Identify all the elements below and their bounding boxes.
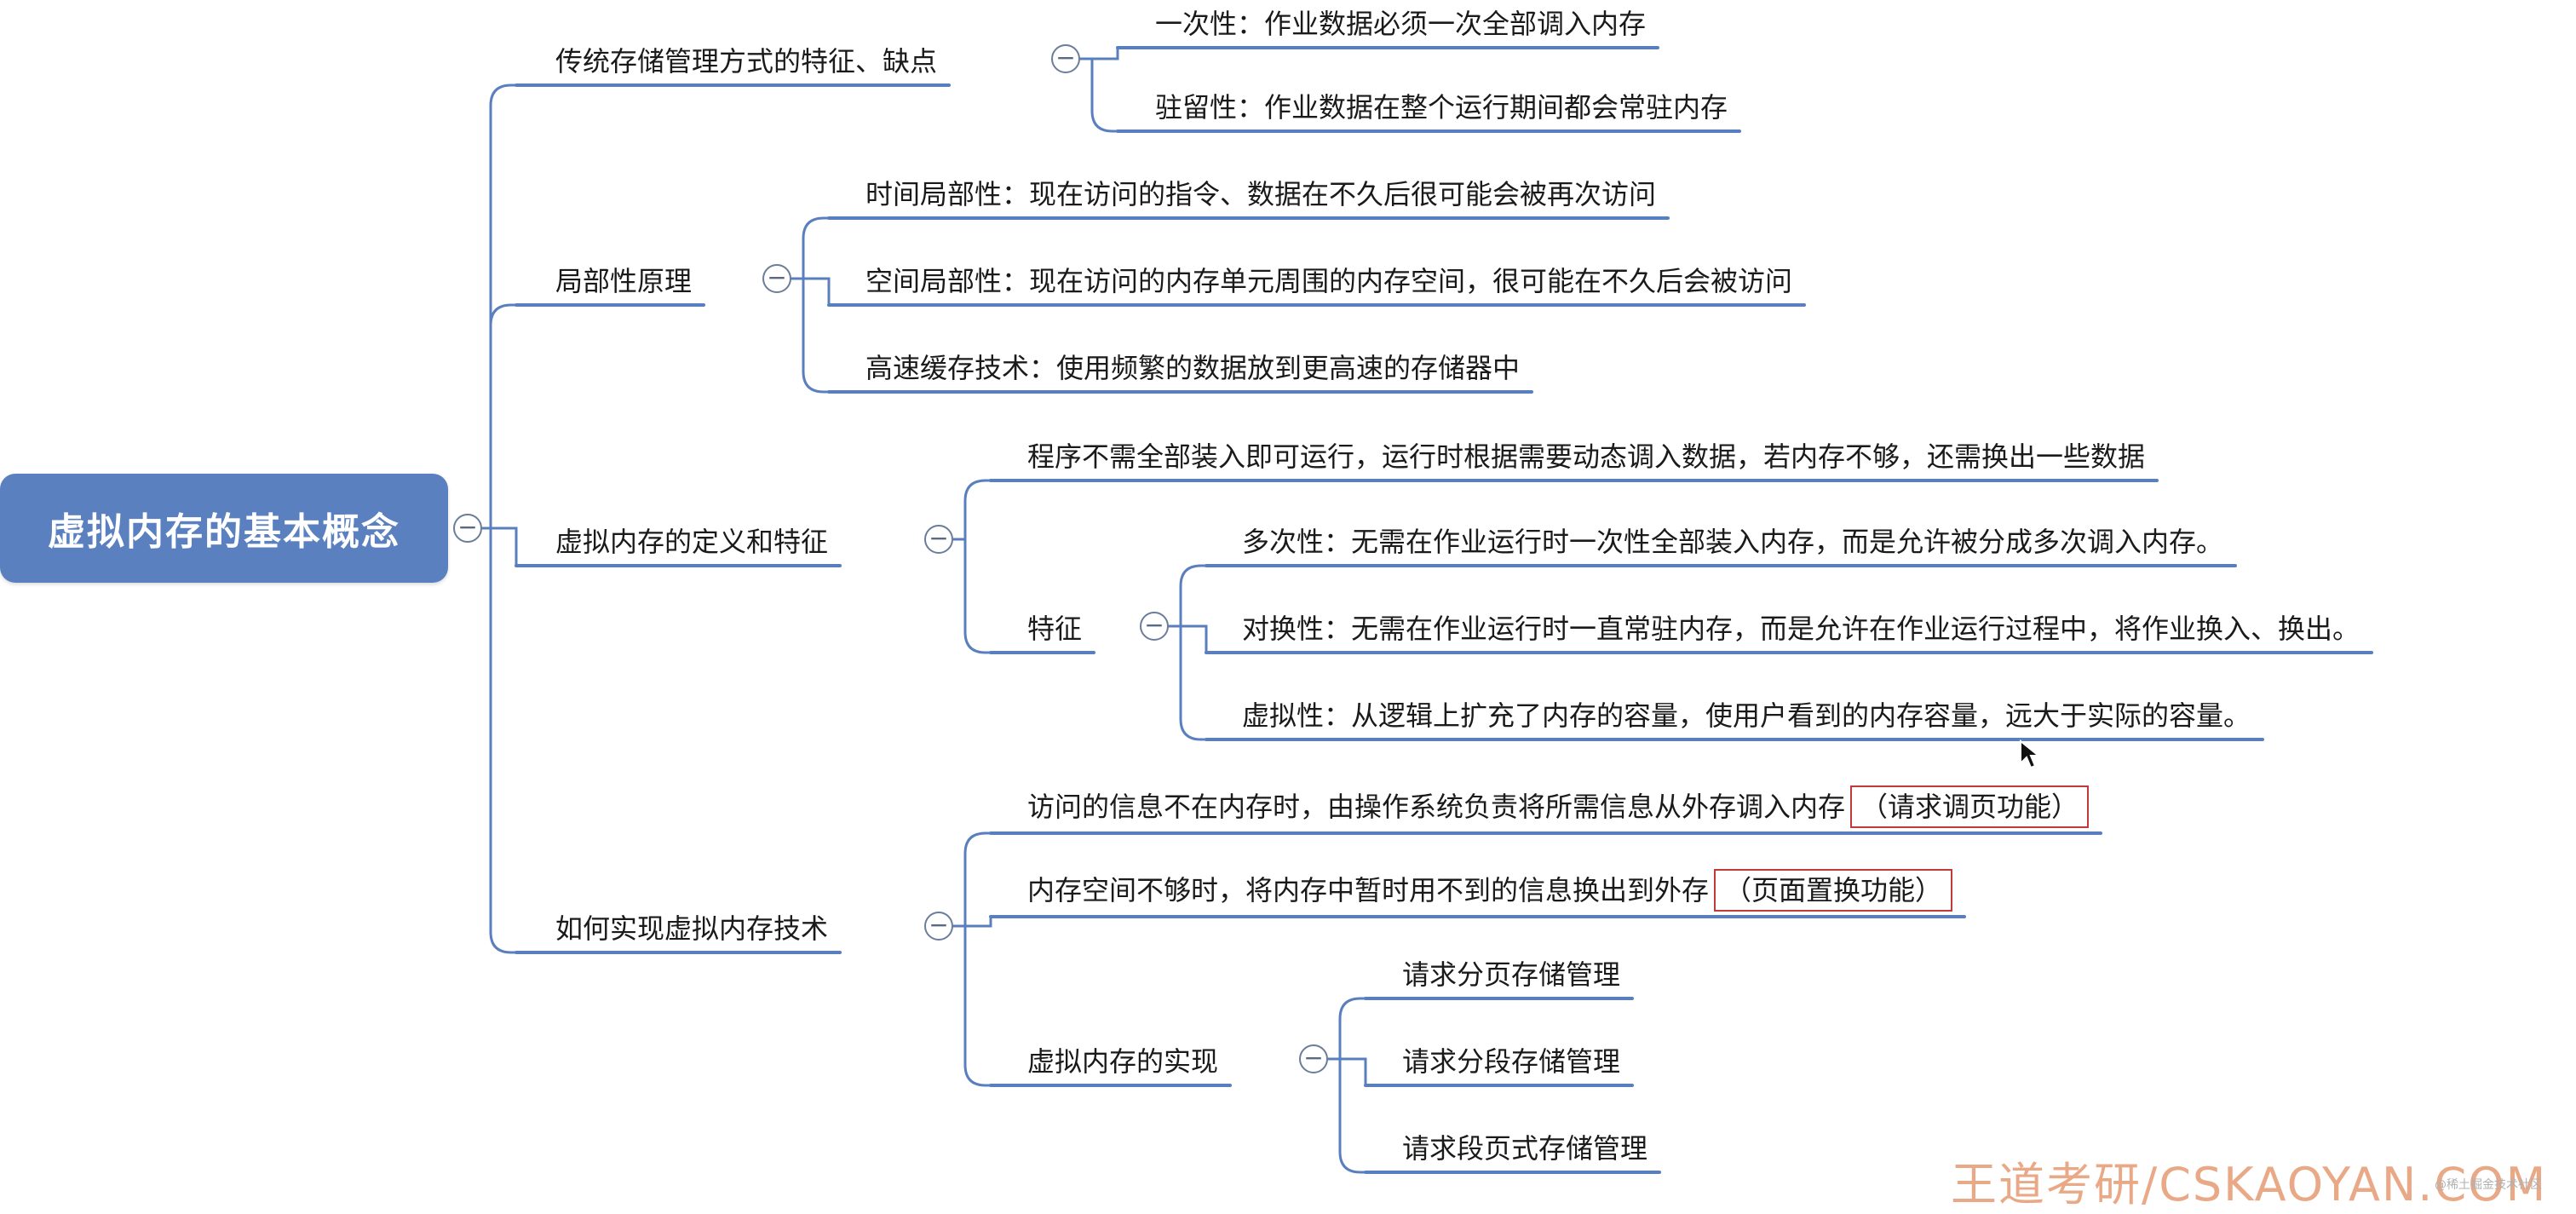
leaf-one-time[interactable]: 一次性：作业数据必须一次全部调入内存 [1155, 8, 1647, 40]
collapse-icon-locality[interactable]: − [762, 264, 791, 293]
sub-branch-features[interactable]: 特征 [1027, 613, 1083, 645]
branch-locality[interactable]: 局部性原理 [555, 265, 693, 297]
leaf-request-paging[interactable]: 请求分页存储管理 [1402, 958, 1621, 991]
connector-sub-branch-features [963, 538, 992, 654]
collapse-icon-implementation[interactable]: − [924, 912, 953, 941]
connector-leaf-temporal-locality [802, 216, 831, 280]
leaf-resident[interactable]: 驻留性：作业数据在整个运行期间都会常驻内存 [1155, 91, 1728, 124]
connector-leaf-page-replacement [963, 915, 992, 928]
connector-leaf-spatial-locality [802, 277, 831, 307]
leaf-cache-technique[interactable]: 高速缓存技术：使用频繁的数据放到更高速的存储器中 [865, 352, 1521, 384]
connector-branch-locality [489, 303, 518, 530]
leaf-multiplicity[interactable]: 多次性：无需在作业运行时一次性全部装入内存，而是允许被分成多次调入内存。 [1242, 526, 2224, 558]
collapse-icon-definition[interactable]: − [924, 525, 953, 554]
leaf-demand-paging-text: 访问的信息不在内存时，由操作系统负责将所需信息从外存调入内存 [1027, 791, 1846, 823]
tag-page-replacement: （页面置换功能） [1714, 869, 1953, 912]
connector-leaf-swappability [1179, 624, 1208, 654]
collapse-icon-realization[interactable]: − [1299, 1044, 1328, 1073]
tag-demand-paging: （请求调页功能） [1850, 785, 2090, 828]
connector-sub-branch-realization [963, 924, 992, 1087]
connector-branch-traditional [489, 83, 518, 530]
leaf-definition-intro[interactable]: 程序不需全部装入即可运行，运行时根据需要动态调入数据，若内存不够，还需换出一些数… [1027, 440, 2146, 473]
leaf-virtuality[interactable]: 虚拟性：从逻辑上扩充了内存的容量，使用户看到的内存容量，远大于实际的容量。 [1242, 699, 2251, 732]
leaf-page-replacement-text: 内存空间不够时，将内存中暂时用不到的信息换出到外存 [1027, 874, 1710, 906]
connector-leaf-request-segment-paging [1338, 1057, 1367, 1174]
leaf-request-segmentation[interactable]: 请求分段存储管理 [1402, 1045, 1621, 1078]
connector-leaf-multiplicity [1179, 564, 1208, 628]
leaf-spatial-locality[interactable]: 空间局部性：现在访问的内存单元周围的内存空间，很可能在不久后会被访问 [865, 265, 1793, 297]
connector-leaf-one-time [1090, 46, 1119, 60]
branch-implementation[interactable]: 如何实现虚拟内存技术 [555, 912, 829, 945]
leaf-swappability[interactable]: 对换性：无需在作业运行时一直常驻内存，而是允许在作业运行过程中，将作业换入、换出… [1242, 613, 2360, 645]
leaf-demand-paging[interactable]: 访问的信息不在内存时，由操作系统负责将所需信息从外存调入内存（请求调页功能） [1027, 785, 2090, 828]
connector-leaf-definition-intro [963, 479, 992, 541]
connector-leaf-request-paging [1338, 997, 1367, 1061]
connector-branch-implementation [489, 526, 518, 954]
connector-leaf-request-segmentation [1338, 1057, 1367, 1087]
connector-leaf-cache-technique [802, 277, 831, 394]
connector-leaf-virtuality [1179, 624, 1208, 741]
connector-branch-definition [489, 526, 518, 567]
leaf-page-replacement[interactable]: 内存空间不够时，将内存中暂时用不到的信息换出到外存（页面置换功能） [1027, 869, 1953, 912]
mouse-cursor-icon [2020, 739, 2041, 769]
collapse-icon-traditional[interactable]: − [1051, 44, 1080, 73]
sub-branch-realization[interactable]: 虚拟内存的实现 [1027, 1045, 1219, 1078]
collapse-icon-root[interactable]: − [453, 514, 482, 543]
watermark-small: @稀土掘金技术社区 [2435, 1178, 2542, 1192]
connector-leaf-resident [1090, 57, 1119, 133]
root-node[interactable]: 虚拟内存的基本概念 [0, 474, 448, 583]
leaf-request-segment-paging[interactable]: 请求段页式存储管理 [1402, 1132, 1648, 1165]
collapse-icon-features[interactable]: − [1140, 612, 1169, 641]
branch-traditional[interactable]: 传统存储管理方式的特征、缺点 [555, 45, 938, 78]
branch-definition[interactable]: 虚拟内存的定义和特征 [555, 526, 829, 558]
leaf-temporal-locality[interactable]: 时间局部性：现在访问的指令、数据在不久后很可能会被再次访问 [865, 178, 1657, 210]
connector-leaf-demand-paging [963, 831, 992, 928]
